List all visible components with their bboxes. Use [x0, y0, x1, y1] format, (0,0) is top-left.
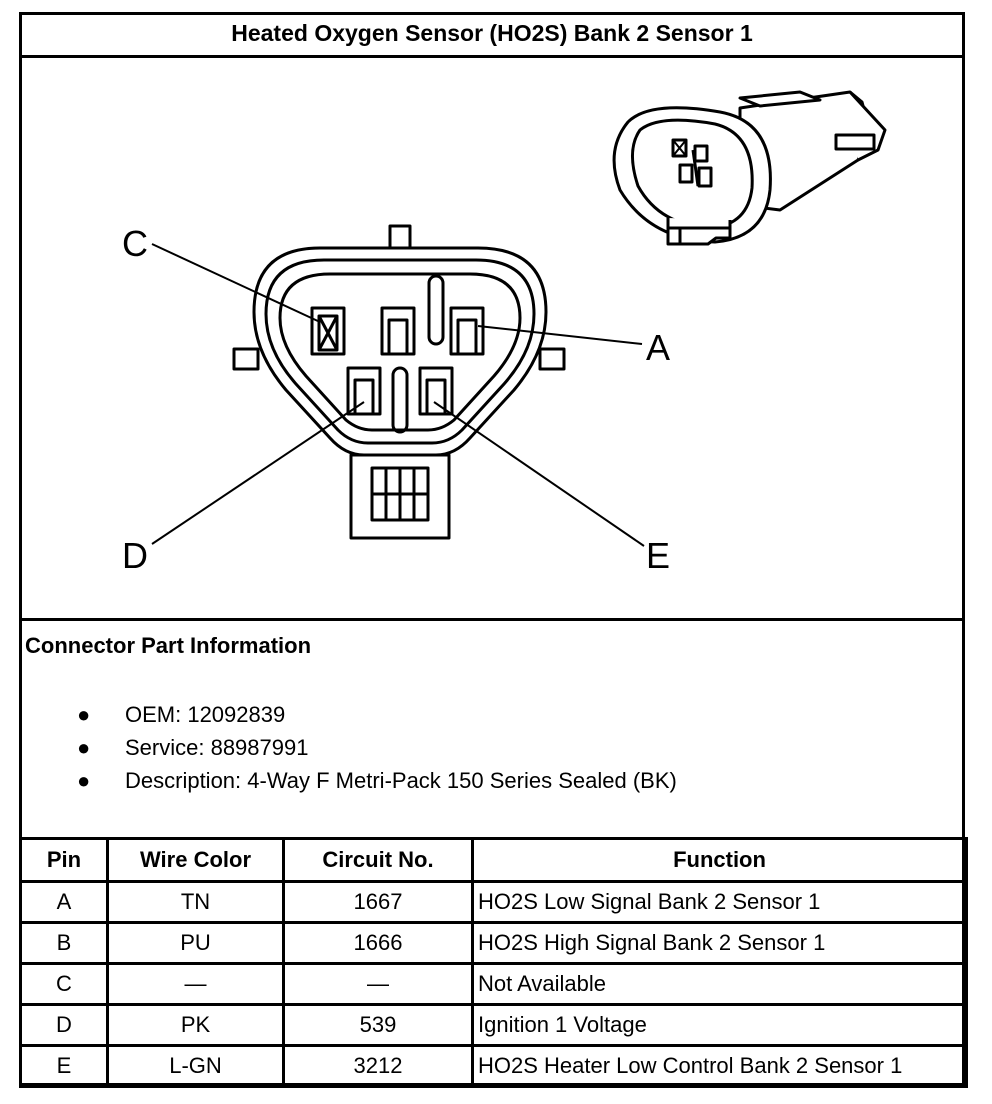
pin-leader-lines [151, 243, 645, 547]
cell-wire-color: PU [106, 921, 285, 965]
table-header-row: Pin Wire Color Circuit No. Function [19, 837, 968, 883]
header-function: Function [471, 837, 968, 883]
table-row: B PU 1666 HO2S High Signal Bank 2 Sensor… [19, 921, 968, 965]
cell-pin: E [19, 1044, 109, 1088]
cell-pin: B [19, 921, 109, 965]
cell-wire-color: L-GN [106, 1044, 285, 1088]
cell-function: Ignition 1 Voltage [471, 1003, 968, 1047]
cell-circuit: — [282, 962, 474, 1006]
header-pin: Pin [19, 837, 109, 883]
page-title: Heated Oxygen Sensor (HO2S) Bank 2 Senso… [19, 12, 965, 58]
bullet-icon: ● [77, 735, 91, 760]
cell-pin: C [19, 962, 109, 1006]
cell-function: HO2S Heater Low Control Bank 2 Sensor 1 [471, 1044, 968, 1088]
list-item: ● Description: 4-Way F Metri-Pack 150 Ser… [19, 767, 677, 800]
oem-number: OEM: 12092839 [125, 702, 286, 727]
cell-circuit: 539 [282, 1003, 474, 1047]
connector-diagram: C A D E [22, 58, 962, 618]
list-item: ● OEM: 12092839 [19, 701, 677, 734]
bullet-icon: ● [77, 768, 91, 793]
pinout-table: Pin Wire Color Circuit No. Function A TN… [19, 837, 968, 1088]
cell-function: HO2S Low Signal Bank 2 Sensor 1 [471, 880, 968, 924]
part-info-list: ● OEM: 12092839 ● Service: 88987991 ● Descr… [19, 701, 677, 800]
connector-part-info: Connector Part Information ● OEM: 1209283… [19, 618, 965, 840]
pin-label-c: C [122, 223, 148, 264]
bullet-icon: ● [77, 702, 91, 727]
cell-pin: D [19, 1003, 109, 1047]
cell-pin: A [19, 880, 109, 924]
pin-label-e: E [646, 535, 670, 576]
cell-wire-color: PK [106, 1003, 285, 1047]
list-item: ● Service: 88987991 [19, 734, 677, 767]
cell-circuit: 3212 [282, 1044, 474, 1088]
cell-function: Not Available [471, 962, 968, 1006]
connector-description: Description: 4-Way F Metri-Pack 150 Seri… [125, 768, 677, 793]
header-circuit-no: Circuit No. [282, 837, 474, 883]
cell-circuit: 1666 [282, 921, 474, 965]
cell-circuit: 1667 [282, 880, 474, 924]
pin-label-d: D [122, 535, 148, 576]
service-number: Service: 88987991 [125, 735, 309, 760]
table-row: D PK 539 Ignition 1 Voltage [19, 1003, 968, 1047]
table-row: E L-GN 3212 HO2S Heater Low Control Bank… [19, 1044, 968, 1088]
pin-label-a: A [646, 327, 670, 368]
header-wire-color: Wire Color [106, 837, 285, 883]
cell-wire-color: TN [106, 880, 285, 924]
connector-face [232, 224, 566, 540]
table-row: A TN 1667 HO2S Low Signal Bank 2 Sensor … [19, 880, 968, 924]
section-heading: Connector Part Information [25, 633, 312, 658]
connector-3d-illustration [612, 90, 887, 246]
cell-wire-color: — [106, 962, 285, 1006]
cell-function: HO2S High Signal Bank 2 Sensor 1 [471, 921, 968, 965]
table-row: C — — Not Available [19, 962, 968, 1006]
